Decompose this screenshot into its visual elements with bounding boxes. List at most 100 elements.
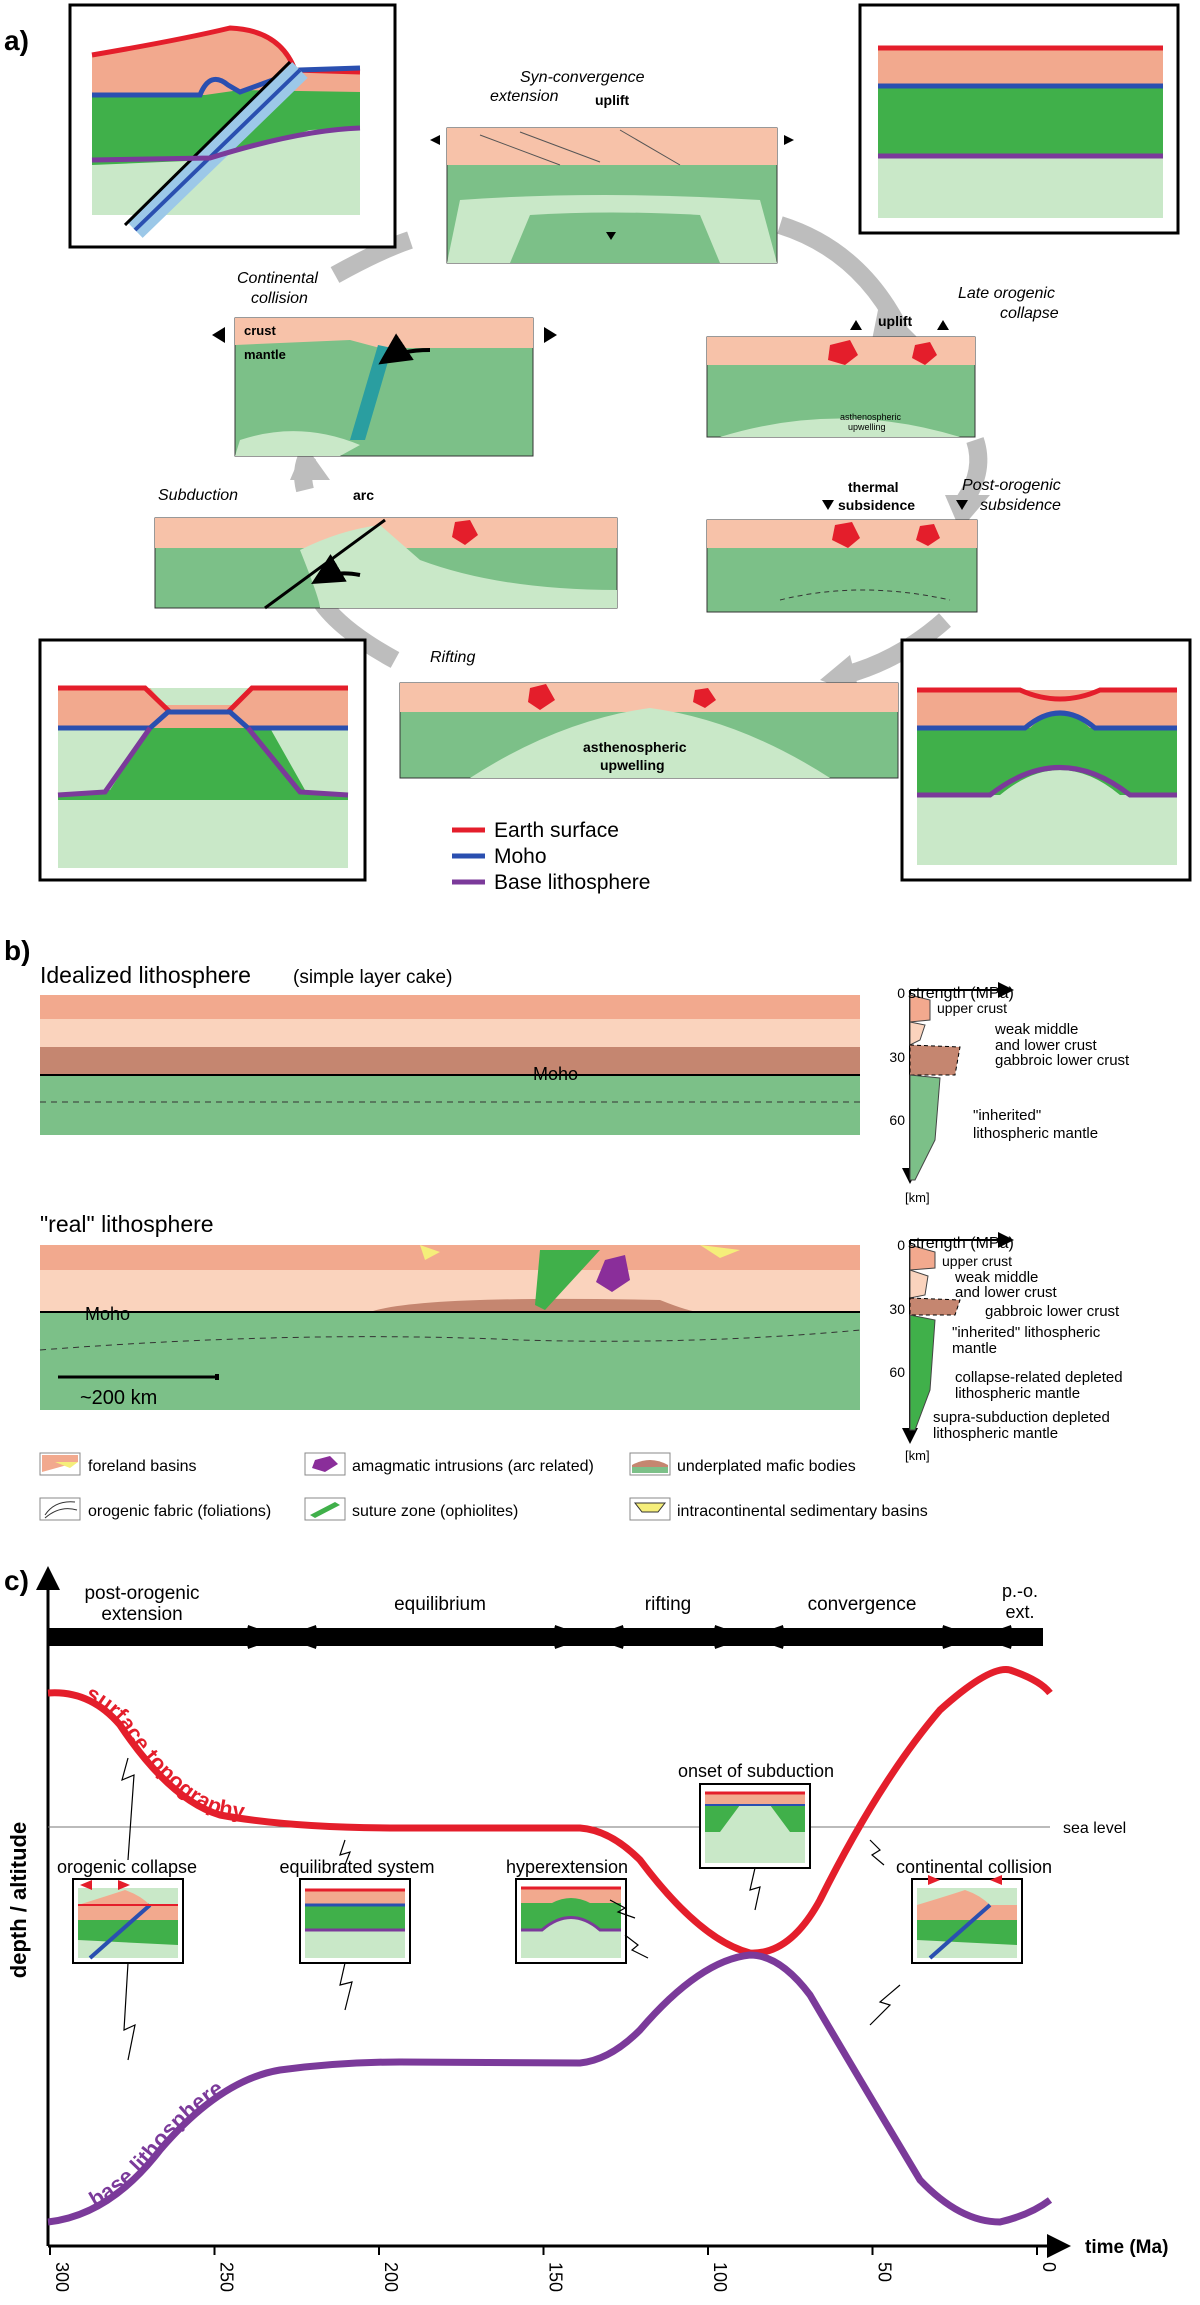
annot-continental-collision: continental collision [896,1857,1052,1877]
stage-post-orogenic-title2: subsidence [980,497,1061,514]
surface-curve-label: surface topography [82,1680,247,1824]
strength-profile-1 [902,982,1014,1184]
base-curve-label-path: base lithosphere [85,2075,228,2212]
stage-late-orogenic-title2: collapse [1000,305,1059,322]
legend-underplated: underplated mafic bodies [677,1458,856,1475]
astheno-small2: upwelling [848,422,886,432]
stage-subduction-title: Subduction [158,487,238,504]
inset-rift-onset [38,638,367,882]
s1-inherited1: "inherited" [973,1107,1041,1124]
s2-supra2: lithospheric mantle [933,1425,1058,1442]
legend-b [39,1452,671,1521]
s2-collapse2: lithospheric mantle [955,1385,1080,1402]
scale-bar-label: ~200 km [80,1387,157,1409]
mini-equilibrated [299,1878,411,1964]
x-axis-label: time (Ma) [1085,2237,1168,2258]
inset-post-orogenic [900,638,1192,882]
stage-syn-convergence [430,127,794,264]
annot-orogenic-collapse: orogenic collapse [57,1857,197,1877]
panel-label-b: b) [4,935,30,966]
thermal-label1: thermal [848,479,899,495]
x-tick-label: 50 [875,2262,895,2282]
idealized-section [40,995,860,1135]
surface-curve-label-path: surface topography [82,1680,247,1824]
crust-label: crust [244,323,276,338]
legend-surface-label: Earth surface [494,819,619,842]
uplift-label-top: uplift [595,92,630,108]
s1-upper-crust: upper crust [937,1000,1007,1016]
phase-rifting: rifting [645,1594,691,1615]
s1-gabbroic: gabbroic lower crust [995,1052,1130,1069]
s2-gabbroic: gabbroic lower crust [985,1303,1120,1320]
idealized-subtitle: (simple layer cake) [293,967,452,988]
s2-unit: [km] [905,1448,930,1463]
legend-foreland: foreland basins [88,1458,197,1475]
stage-late-orogenic [706,320,976,438]
legend-moho-label: Moho [494,845,547,868]
stage-continental-title2: collision [251,290,308,307]
mantle-label: mantle [244,347,286,362]
panel-label-a: a) [4,25,29,56]
legend-base-label: Base lithosphere [494,871,650,894]
real-title: "real" lithosphere [40,1211,214,1237]
legend-suture: suture zone (ophiolites) [352,1503,518,1520]
stage-rifting [399,682,899,779]
base-lithosphere-curve [47,1951,1053,2226]
s2-inherited1: "inherited" lithospheric [952,1324,1101,1341]
mini-hyperextension [515,1878,627,1964]
s2-tick-30: 30 [889,1301,905,1317]
s2-supra1: supra-subduction depleted [933,1409,1110,1426]
thermal-label2: subsidence [838,497,915,513]
stage-rifting-title: Rifting [430,649,475,666]
annot-onset-subduction: onset of subduction [678,1761,834,1781]
inset-equilibrium [858,3,1180,235]
astheno-rift2: upwelling [600,757,665,773]
s2-upper-crust: upper crust [942,1253,1012,1269]
astheno-small1: asthenospheric [840,412,902,422]
stage-continental-collision [212,317,557,457]
mini-onset-subduction [699,1783,811,1869]
mini-continental-collision [911,1875,1023,1964]
phase-equilibrium: equilibrium [394,1594,486,1615]
s2-tick-0: 0 [897,1237,905,1253]
leader-lines [121,1757,901,2061]
panel-label-c: c) [4,1565,29,1596]
s2-title: strength (MPa) [908,1235,1014,1252]
s1-weak2: and lower crust [995,1037,1098,1054]
x-tick-label: 300 [52,2262,72,2292]
s1-title: strength (MPa) [908,985,1014,1002]
stage-post-orogenic-title: Post-orogenic [962,477,1061,494]
stage-continental-title: Continental [237,270,318,287]
annot-hyperextension: hyperextension [506,1857,628,1877]
legend-a: Earth surface Moho Base lithosphere [452,819,650,894]
arc-label: arc [353,487,374,503]
real-section [39,1245,861,1410]
phase-post-orogenic: post-orogenic [84,1583,199,1604]
idealized-title: Idealized lithosphere [40,962,251,988]
s1-tick-60: 60 [889,1112,905,1128]
s1-inherited2: lithospheric mantle [973,1125,1098,1142]
stage-late-orogenic-title: Late orogenic [958,285,1055,302]
strength-profile-2 [902,1232,1014,1444]
phase-ext: ext. [1005,1602,1034,1622]
uplift-label-right: uplift [878,313,913,329]
stage-syn-convergence-title: Syn-convergence [520,69,645,86]
x-tick-label: 200 [381,2262,401,2292]
moho-label-real: Moho [85,1304,130,1324]
mini-orogenic-collapse [72,1878,184,1964]
stage-syn-convergence-title2: extension [490,88,559,105]
s1-unit: [km] [905,1190,930,1205]
phase-convergence: convergence [808,1594,917,1615]
legend-intracontinental: intracontinental sedimentary basins [677,1503,928,1520]
surface-topography-curve [47,1666,1053,1957]
s2-weak1: weak middle [954,1269,1038,1286]
legend-amagmatic: amagmatic intrusions (arc related) [352,1458,594,1475]
legend-fabric: orogenic fabric (foliations) [88,1503,271,1520]
phase-bar [48,1625,1043,1649]
s1-tick-30: 30 [889,1049,905,1065]
sea-level-label: sea level [1063,1820,1126,1837]
annot-equilibrated: equilibrated system [279,1857,434,1877]
phase-po: p.-o. [1002,1581,1038,1601]
